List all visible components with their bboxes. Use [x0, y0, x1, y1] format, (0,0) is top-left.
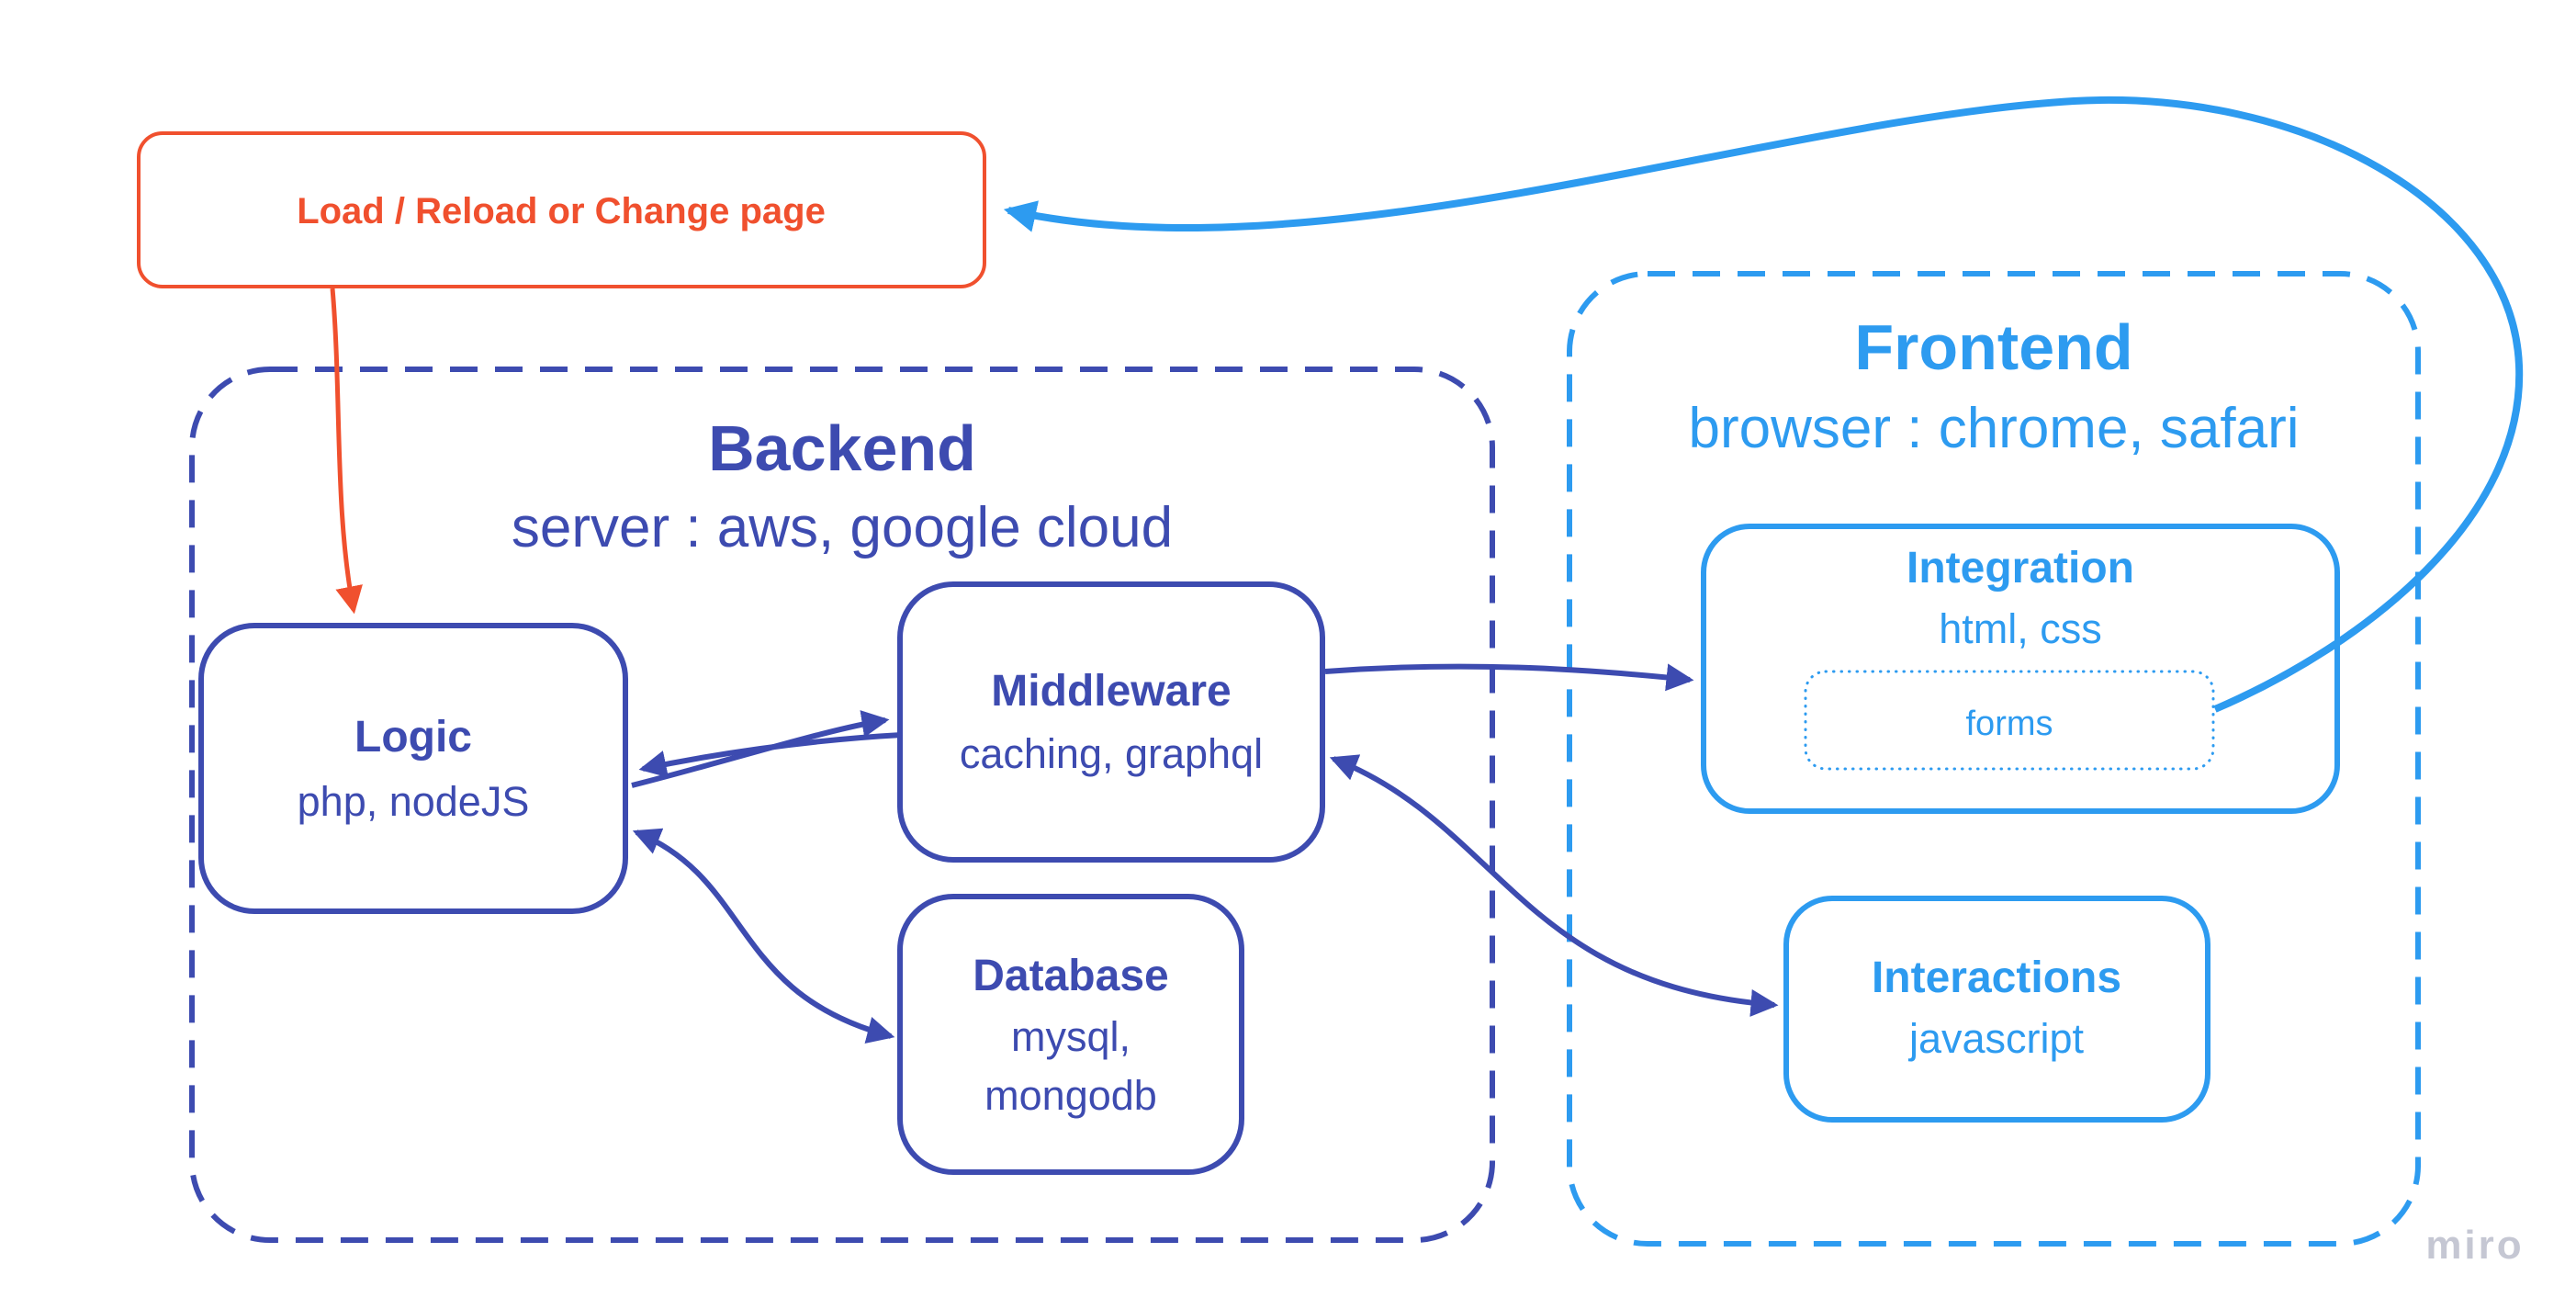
- forms-label: forms: [1966, 705, 2053, 743]
- middleware-box[interactable]: [897, 581, 1325, 863]
- database-subtitle-line1: mysql,: [1011, 1013, 1131, 1060]
- middleware-subtitle: caching, graphql: [960, 730, 1263, 777]
- integration-title: Integration: [1907, 544, 2134, 592]
- load-box[interactable]: [137, 131, 986, 288]
- load-node[interactable]: Load / Reload or Change page: [137, 131, 986, 288]
- database-box[interactable]: [897, 894, 1244, 1175]
- database-node[interactable]: Database mysql, mongodb: [897, 894, 1244, 1175]
- logic-node[interactable]: Logic php, nodeJS: [198, 623, 628, 914]
- backend-container[interactable]: Backend server : aws, google cloud: [189, 367, 1495, 1243]
- frontend-title: Frontend: [1854, 311, 2132, 383]
- interactions-box[interactable]: [1783, 896, 2210, 1123]
- forms-box[interactable]: [1804, 670, 2215, 771]
- backend-title: Backend: [708, 412, 976, 484]
- middleware-title: Middleware: [991, 667, 1231, 716]
- logic-title: Logic: [354, 713, 472, 762]
- edge-logic-database-bidirectional[interactable]: [632, 828, 895, 1044]
- middleware-node[interactable]: Middleware caching, graphql: [897, 581, 1325, 863]
- database-subtitle-line2: mongodb: [984, 1072, 1157, 1119]
- edge-logic-to-middleware[interactable]: [631, 710, 890, 788]
- interactions-node[interactable]: Interactions javascript: [1783, 896, 2210, 1123]
- edge-middleware-interactions-bidirectional[interactable]: [1329, 754, 1779, 1017]
- integration-subtitle: html, css: [1939, 605, 2102, 652]
- edge-middleware-to-logic[interactable]: [638, 732, 903, 778]
- logic-box[interactable]: [198, 623, 628, 914]
- integration-node[interactable]: Integration html, css forms: [1701, 524, 2340, 814]
- backend-subtitle: server : aws, google cloud: [512, 496, 1173, 559]
- logic-subtitle: php, nodeJS: [298, 778, 530, 825]
- edge-middleware-to-integration[interactable]: [1324, 663, 1694, 692]
- interactions-subtitle: javascript: [1907, 1015, 2085, 1062]
- edge-forms-to-load[interactable]: [1003, 96, 2524, 713]
- frontend-subtitle: browser : chrome, safari: [1689, 397, 2300, 460]
- edge-load-to-logic[interactable]: [330, 288, 363, 615]
- database-title: Database: [973, 952, 1168, 1000]
- frontend-container[interactable]: Frontend browser : chrome, safari: [1567, 271, 2421, 1247]
- miro-watermark: miro: [2425, 1223, 2524, 1268]
- interactions-title: Interactions: [1872, 954, 2121, 1002]
- load-label: Load / Reload or Change page: [297, 191, 826, 231]
